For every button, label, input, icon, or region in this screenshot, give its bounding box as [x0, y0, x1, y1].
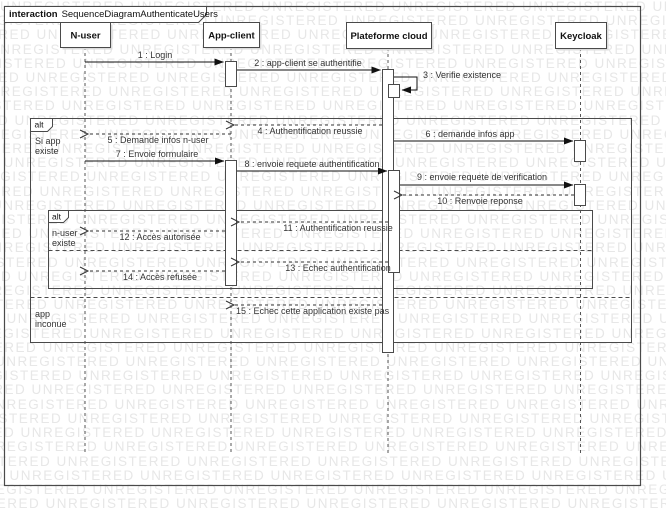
title-keyword: interaction — [9, 9, 58, 20]
alt-inner-pentagon — [48, 210, 69, 223]
message-15-label: 15 : Echec cette application existe pas — [236, 306, 390, 316]
message-12-label: 12 : Accès autorisée — [119, 232, 200, 242]
message-14-label: 14 : Accès refusée — [123, 272, 197, 282]
message-3-label: 3 : Verifie existence — [423, 70, 501, 80]
n-user-box — [60, 22, 111, 48]
alt-inner-guard1-line2: existe — [52, 238, 76, 248]
message-3-arrow — [394, 76, 418, 94]
alt-outer-guard1-line1: Si app — [35, 136, 61, 146]
title-pentagon — [4, 6, 207, 23]
activation-plateforme-auth — [388, 170, 400, 273]
title-name: SequenceDiagramAuthenticateUsers — [62, 9, 219, 20]
alt-outer-guard2-line2: inconue — [35, 319, 67, 329]
app-client-box — [203, 22, 260, 48]
diagram-title: interaction SequenceDiagramAuthenticateUs… — [9, 9, 218, 20]
alt-outer-pentagon — [30, 118, 53, 132]
alt-inner-guard1-line1: n-user — [52, 228, 78, 238]
alt-outer-border — [30, 118, 632, 343]
activation-app-client-1 — [225, 61, 237, 87]
message-1-label: 1 : Login — [138, 50, 173, 60]
message-2-label: 2 : app-client se authentifie — [254, 58, 362, 68]
keycloak-label: Keycloak — [560, 31, 602, 42]
message-9-label: 9 : envoie requete de verification — [417, 172, 547, 182]
message-5-label: 5 : Demande infos n-user — [107, 135, 208, 145]
message-4-label: 4 : Authentification reussie — [257, 126, 362, 136]
alt-outer-guard1-line2: existe — [35, 146, 59, 156]
n-user-label: N-user — [70, 31, 100, 42]
message-13-label: 13 : Echec authentification — [285, 263, 391, 273]
alt-fragment-inner: alt n-user existe — [48, 210, 593, 289]
diagram-frame — [3, 5, 642, 487]
message-11-label: 11 : Authentification reussie — [283, 223, 392, 233]
messages: 1 : Login 2 : app-client se authentifie … — [79, 50, 574, 316]
alt-outer-guard2-line1: app — [35, 309, 50, 319]
message-6-label: 6 : demande infos app — [425, 129, 514, 139]
message-10-label: 10 : Renvoie reponse — [437, 196, 523, 206]
plateforme-cloud-box — [346, 22, 432, 49]
plateforme-cloud-label: Plateforme cloud — [350, 31, 427, 42]
alt-fragment-outer: alt Si app existe app inconue — [30, 118, 632, 343]
message-8-label: 8 : envoie requete authentification — [244, 159, 379, 169]
keycloak-box — [555, 22, 607, 49]
activation-keycloak-2 — [574, 184, 586, 206]
alt-inner-border — [48, 210, 593, 289]
lifeline-heads: N-user App-client Plateforme cloud Keycl… — [60, 22, 609, 51]
alt-outer-operator: alt — [35, 120, 45, 130]
app-client-label: App-client — [208, 31, 255, 42]
alt-inner-operator: alt — [52, 212, 62, 222]
message-7-label: 7 : Envoie formulaire — [116, 149, 199, 159]
activation-keycloak-1 — [574, 140, 586, 162]
activation-plateforme-self — [388, 84, 400, 98]
activation-app-client-2 — [225, 160, 237, 286]
